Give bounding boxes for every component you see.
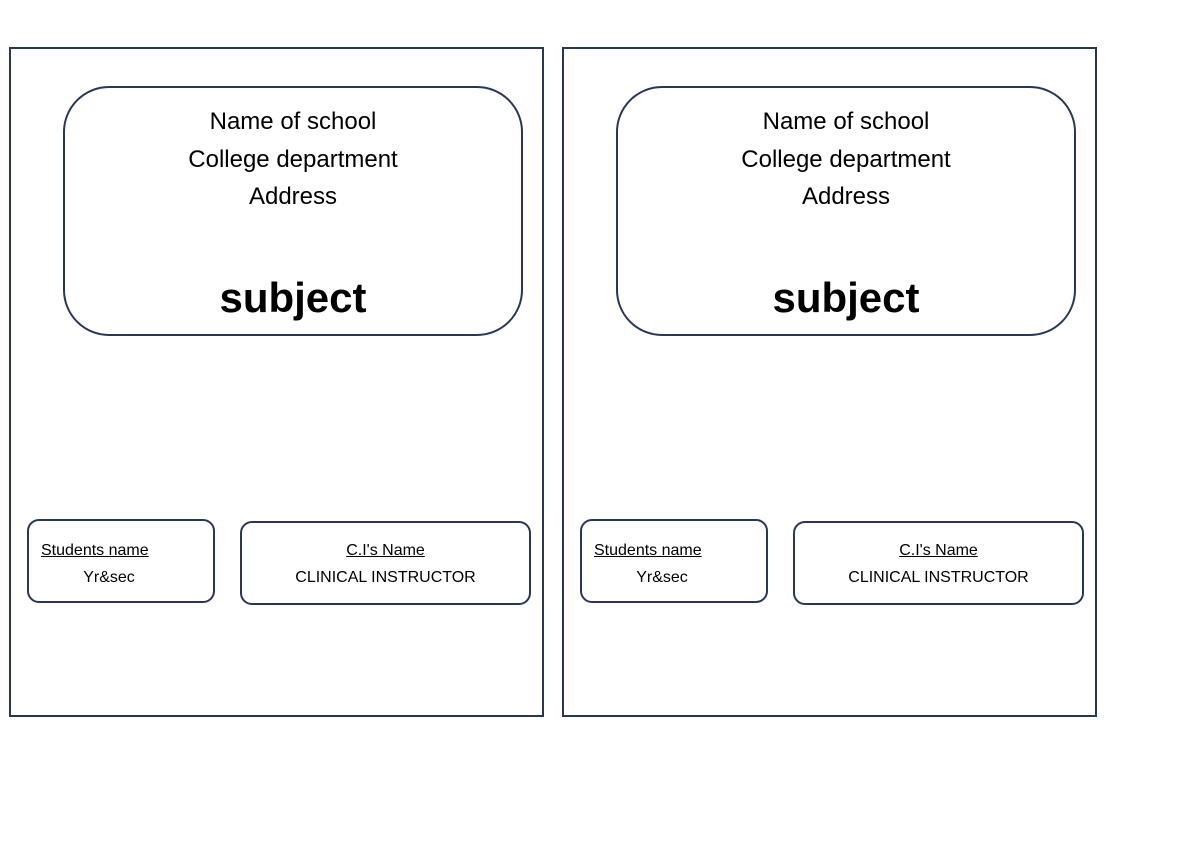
college-department: College department	[188, 146, 398, 173]
instructor-info-box: C.I's Name CLINICAL INSTRUCTOR	[240, 521, 531, 605]
school-name: Name of school	[209, 108, 377, 135]
year-section-label: Yr&sec	[83, 569, 135, 586]
header-box: Name of school College department Addres…	[616, 86, 1076, 336]
cover-page-left: Name of school College department Addres…	[9, 47, 544, 717]
cover-page-right: Name of school College department Addres…	[562, 47, 1097, 717]
subject-title: subject	[772, 274, 920, 321]
student-info-box: Students name Yr&sec	[580, 519, 768, 603]
header-box: Name of school College department Addres…	[63, 86, 523, 336]
instructor-title: CLINICAL INSTRUCTOR	[848, 569, 1029, 586]
student-info-box: Students name Yr&sec	[27, 519, 215, 603]
year-section-label: Yr&sec	[636, 569, 688, 586]
subject-title: subject	[219, 274, 367, 321]
college-department: College department	[741, 146, 951, 173]
instructor-title: CLINICAL INSTRUCTOR	[295, 569, 476, 586]
school-name: Name of school	[762, 108, 930, 135]
student-name-label: Students name	[594, 542, 702, 559]
student-name-label: Students name	[41, 542, 149, 559]
school-address: Address	[801, 183, 891, 210]
instructor-info-box: C.I's Name CLINICAL INSTRUCTOR	[793, 521, 1084, 605]
school-address: Address	[248, 183, 338, 210]
instructor-name-label: C.I's Name	[899, 542, 978, 559]
instructor-name-label: C.I's Name	[346, 542, 425, 559]
